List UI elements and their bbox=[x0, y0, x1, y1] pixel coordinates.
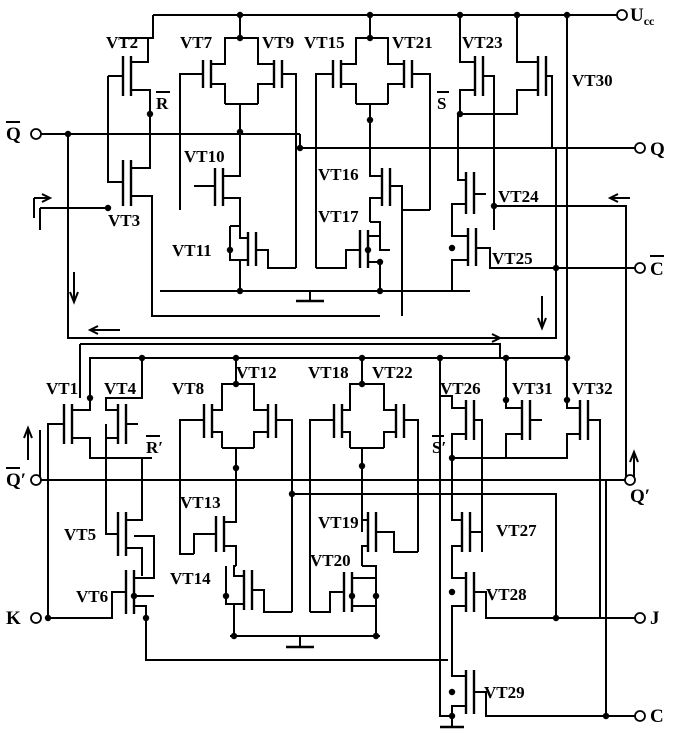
transistor-vt30 bbox=[460, 15, 553, 148]
label-vt12: VT12 bbox=[236, 363, 277, 382]
transistor-vt7 bbox=[179, 15, 241, 210]
label-vt5: VT5 bbox=[64, 525, 96, 544]
label-vt23: VT23 bbox=[462, 33, 503, 52]
label-vt13: VT13 bbox=[180, 493, 221, 512]
label-vt7: VT7 bbox=[180, 33, 213, 52]
transistor-vt22 bbox=[350, 380, 419, 552]
transistor-vt19 bbox=[361, 466, 418, 566]
label-vt28: VT28 bbox=[486, 585, 527, 604]
port-c: C bbox=[650, 706, 664, 727]
ground-top bbox=[160, 290, 470, 303]
label-vt15: VT15 bbox=[304, 33, 345, 52]
transistor-vt11 bbox=[226, 225, 296, 295]
transistor-vt12 bbox=[222, 380, 293, 612]
transistor-vt6 bbox=[48, 535, 448, 661]
transistor-vt29 bbox=[439, 358, 636, 729]
label-vt17: VT17 bbox=[318, 207, 359, 226]
label-vt10: VT10 bbox=[184, 147, 225, 166]
transistor-vt25 bbox=[448, 228, 567, 291]
label-vt24: VT24 bbox=[498, 187, 539, 206]
transistor-vt13 bbox=[193, 468, 237, 566]
label-vt18: VT18 bbox=[308, 363, 349, 382]
label-vt1: VT1 bbox=[46, 379, 78, 398]
label-vt11: VT11 bbox=[172, 241, 212, 260]
transistor-vt3 bbox=[104, 76, 380, 317]
label-vt3: VT3 bbox=[108, 211, 140, 230]
label-vt14: VT14 bbox=[170, 569, 211, 588]
transistor-vt14 bbox=[222, 565, 292, 640]
port-q-prime: Q′ bbox=[630, 486, 650, 507]
label-vt30: VT30 bbox=[572, 71, 613, 90]
top-cross-wires bbox=[39, 130, 636, 480]
port-j: J bbox=[650, 608, 660, 629]
label-vt32: VT32 bbox=[572, 379, 613, 398]
port-q-bar: Q bbox=[6, 124, 21, 145]
label-vt8: VT8 bbox=[172, 379, 204, 398]
label-vt4: VT4 bbox=[104, 379, 137, 398]
transistor-vt10 bbox=[194, 132, 241, 226]
label-vt27: VT27 bbox=[496, 521, 537, 540]
node-s-bar-top: S bbox=[437, 94, 446, 113]
node-r-bar-top: R bbox=[156, 94, 169, 113]
label-vt6: VT6 bbox=[76, 587, 108, 606]
label-vt29: VT29 bbox=[484, 683, 525, 702]
transistor-vt8 bbox=[179, 358, 237, 555]
node-r-bar-bottom: R′ bbox=[146, 438, 163, 457]
port-k: K bbox=[6, 608, 21, 629]
transistor-vt9 bbox=[225, 34, 297, 268]
transistor-vt1 bbox=[44, 378, 152, 622]
label-vt26: VT26 bbox=[440, 379, 481, 398]
transistor-vt26 bbox=[439, 358, 483, 552]
label-vt25: VT25 bbox=[492, 249, 533, 268]
label-vt20: VT20 bbox=[310, 551, 351, 570]
vcc-label: Ucc bbox=[630, 5, 655, 28]
port-c-bar: C bbox=[650, 259, 664, 280]
label-vt2: VT2 bbox=[106, 33, 138, 52]
terminals bbox=[30, 9, 646, 722]
label-vt19: VT19 bbox=[318, 513, 359, 532]
transistor-vt21 bbox=[356, 34, 431, 210]
ground-bottom bbox=[230, 635, 380, 649]
transistor-vt17 bbox=[316, 221, 390, 295]
node-s-bar-bottom: S′ bbox=[432, 438, 446, 457]
label-vt21: VT21 bbox=[392, 33, 433, 52]
transistor-vt20 bbox=[310, 565, 380, 640]
transistor-vt18 bbox=[309, 358, 363, 612]
transistor-vt27 bbox=[451, 458, 482, 566]
transistor-vt24 bbox=[451, 114, 498, 232]
label-vt16: VT16 bbox=[318, 165, 359, 184]
transistor-vt5 bbox=[105, 424, 143, 576]
transistor-vt31 bbox=[502, 358, 542, 458]
label-vt9: VT9 bbox=[262, 33, 294, 52]
label-vt31: VT31 bbox=[512, 379, 553, 398]
port-q: Q bbox=[650, 139, 665, 160]
transistor-vt32 bbox=[452, 358, 601, 618]
label-vt22: VT22 bbox=[372, 363, 413, 382]
transistor-vt15 bbox=[315, 15, 371, 268]
transistor-vt4 bbox=[105, 358, 143, 444]
transistor-vt28 bbox=[448, 566, 636, 660]
bottom-cross-wires bbox=[39, 343, 626, 618]
port-q-prime-bar: Q′ bbox=[6, 470, 26, 491]
transistor-vt16 bbox=[369, 120, 430, 222]
transistor-vt23 bbox=[456, 15, 495, 230]
